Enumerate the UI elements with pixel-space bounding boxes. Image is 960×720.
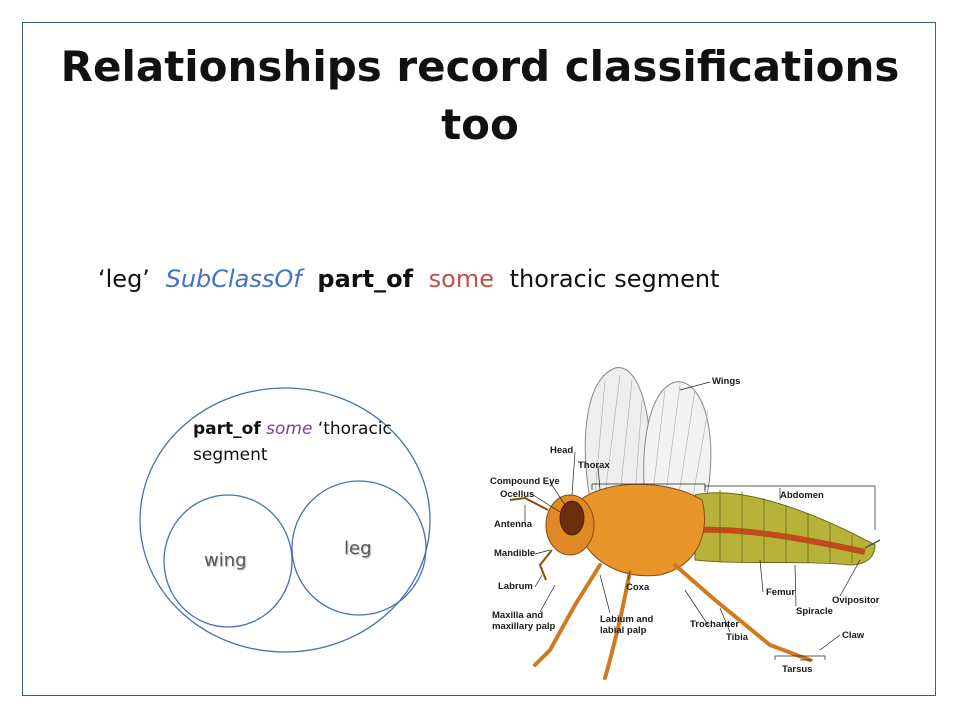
venn-outer-quantifier: some (266, 419, 313, 439)
venn-wing-circle (163, 494, 293, 628)
abdomen-bracket (704, 485, 876, 530)
venn-wing-label: wing (204, 550, 247, 571)
venn-outer-rest-1: ‘thoracic (317, 419, 392, 439)
label-wings: Wings (712, 376, 740, 387)
label-femur: Femur (766, 587, 795, 598)
head-drawing (509, 494, 595, 581)
venn-leg-label: leg (344, 538, 372, 559)
axiom-relation: part_of (317, 265, 414, 293)
label-spiracle: Spiracle (796, 606, 833, 617)
legs-drawing (533, 563, 812, 680)
venn-leg-circle (291, 480, 427, 616)
label-tibia: Tibia (726, 632, 749, 643)
label-ocellus: Ocellus (500, 489, 534, 500)
label-coxa: Coxa (626, 582, 650, 593)
label-mandible: Mandible (494, 548, 535, 559)
tarsus-bracket (774, 655, 826, 660)
label-tarsus: Tarsus (782, 664, 812, 675)
label-compound-eye: Compound Eye (490, 476, 560, 487)
label-labium-2: labial palp (600, 625, 647, 636)
wings-drawing (584, 367, 712, 506)
label-maxilla-2: maxillary palp (492, 621, 556, 632)
label-antenna: Antenna (494, 519, 533, 530)
label-claw: Claw (842, 630, 865, 641)
axiom-object: thoracic segment (509, 265, 720, 293)
axiom-quantifier: some (428, 265, 494, 293)
label-abdomen: Abdomen (780, 490, 824, 501)
slide-frame (22, 22, 936, 696)
label-ovipositor: Ovipositor (832, 595, 880, 606)
label-thorax: Thorax (578, 460, 610, 471)
label-trochanter: Trochanter (690, 619, 739, 630)
axiom-keyword: SubClassOf (165, 265, 302, 293)
label-maxilla-1: Maxilla and (492, 610, 543, 621)
label-labrum: Labrum (498, 581, 533, 592)
abdomen-drawing (694, 490, 880, 566)
thorax-drawing (579, 483, 706, 577)
label-head: Head (550, 445, 573, 456)
venn-outer-circle (139, 387, 431, 653)
label-leader-lines (524, 381, 861, 661)
label-labium-1: Labium and (600, 614, 654, 625)
insect-anatomy-illustration: Wings Head Thorax Compound Eye Ocellus A… (490, 367, 880, 680)
axiom-statement: ‘leg’ SubClassOf part_of some thoracic s… (98, 265, 719, 293)
venn-outer-relation: part_of (193, 419, 261, 439)
axiom-subject: ‘leg’ (98, 265, 150, 293)
venn-outer-rest-2: segment (193, 445, 268, 465)
venn-outer-label: part_of some ‘thoracic segment (193, 416, 392, 468)
slide-title: Relationships record classifications too (60, 42, 900, 149)
